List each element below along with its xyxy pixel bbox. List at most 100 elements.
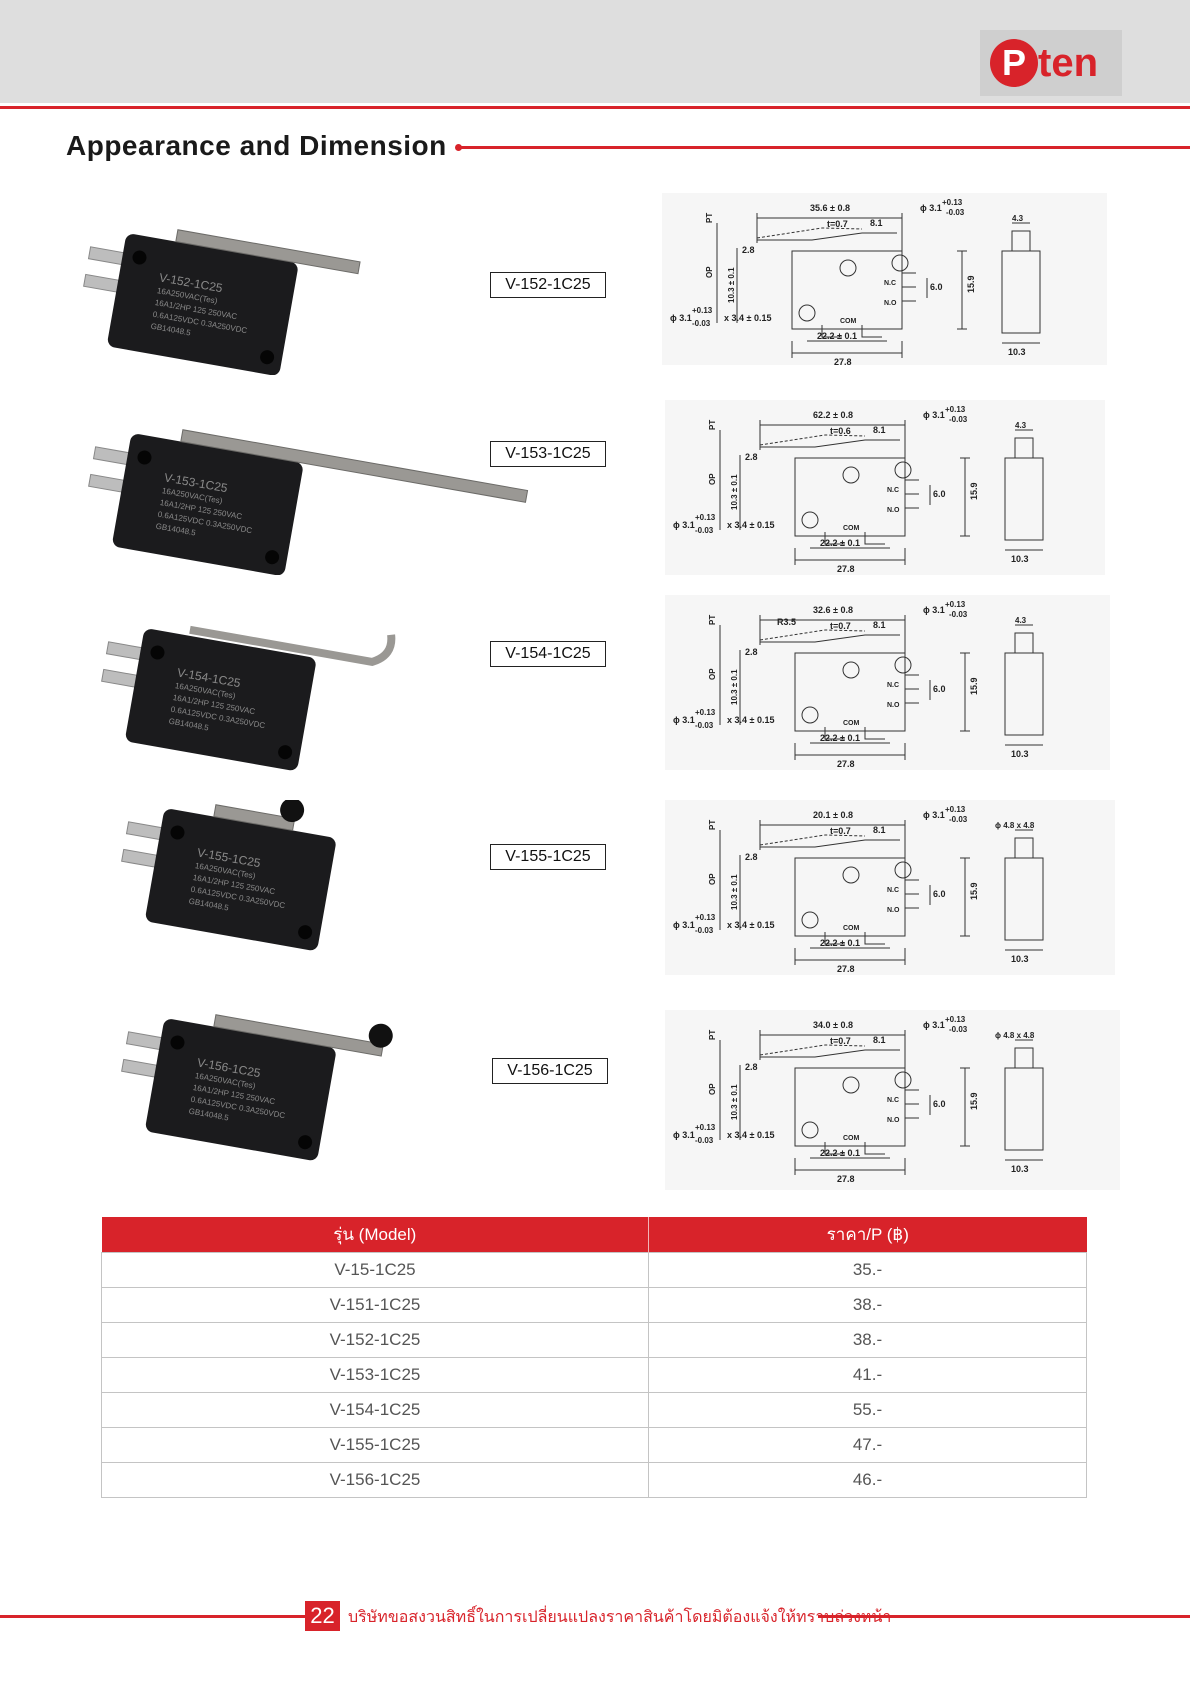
switch-body <box>145 809 336 951</box>
dim-top-width: ϕ 4.8 x 4.8 <box>995 1031 1035 1040</box>
header-rule <box>0 106 1190 109</box>
logo-letter: P <box>1002 42 1026 83</box>
lever-free-position <box>759 629 866 641</box>
mount-hole <box>170 825 185 840</box>
dim-op-label: OP <box>708 1083 717 1095</box>
dim-nc-label: N.C <box>887 682 899 689</box>
dim-side-width: 10.3 <box>1011 749 1029 759</box>
dim-tol-minus: -0.03 <box>949 415 968 424</box>
switch-body <box>145 1019 336 1161</box>
dim-overall: 34.0 ± 0.8 <box>813 1020 853 1030</box>
side-view-body <box>1004 1067 1044 1151</box>
dim-hole-lower: ϕ 3.1 <box>670 313 692 323</box>
side-view-dims <box>1002 222 1040 344</box>
side-view-dims <box>1005 624 1043 746</box>
terminal-outline <box>821 325 882 338</box>
hole-outline <box>801 706 819 724</box>
title-rule <box>458 146 1190 149</box>
dim-pt-label: PT <box>708 820 717 830</box>
price-cell: 38.- <box>648 1321 1087 1358</box>
side-view-dims <box>1005 429 1043 551</box>
dim-side-width: 10.3 <box>1011 554 1029 564</box>
model-cell: V-152-1C25 <box>101 1321 649 1358</box>
dim-spacing: x 3.4 ± 0.15 <box>727 920 774 930</box>
dim-side-width: 10.3 <box>1011 1164 1029 1174</box>
page-number: 22 <box>305 1601 340 1631</box>
terminal-outline <box>824 727 885 740</box>
hole-outline <box>894 1071 912 1089</box>
terminal-pins <box>905 879 919 909</box>
side-view-actuator <box>1011 230 1031 252</box>
dim-com-label: COM <box>840 318 857 325</box>
mount-hole <box>278 745 293 760</box>
body-outline <box>794 652 906 732</box>
hole-outline <box>891 254 909 272</box>
price-cell: 55.- <box>648 1391 1087 1428</box>
dim-base-inner: 22.2 ± 0.1 <box>817 331 857 341</box>
dim-no-label: N.O <box>887 1117 900 1124</box>
dim-h1: 2.8 <box>745 852 758 862</box>
dim-no-label: N.O <box>884 300 897 307</box>
dim-line-vertical <box>719 1040 741 1140</box>
dim-line-height <box>960 652 970 732</box>
model-label: V-155-1C25 <box>490 844 606 870</box>
price-cell: 38.- <box>648 1286 1087 1323</box>
dim-h2: 10.3 ± 0.1 <box>727 267 736 303</box>
dim-nc-label: N.C <box>887 487 899 494</box>
dim-tol-minus-lower: -0.03 <box>695 926 714 935</box>
mount-hole <box>170 1035 185 1050</box>
model-cell: V-155-1C25 <box>101 1426 649 1463</box>
hole-outline <box>842 466 860 484</box>
dim-nc-label: N.C <box>887 887 899 894</box>
dim-thickness: t=0.7 <box>830 826 851 836</box>
dim-com-label: COM <box>843 525 860 532</box>
side-view-actuator <box>1014 837 1034 859</box>
hole-outline <box>842 661 860 679</box>
dim-spacing: x 3.4 ± 0.15 <box>727 715 774 725</box>
model-label: V-156-1C25 <box>492 1058 608 1084</box>
dim-tol-minus: -0.03 <box>949 610 968 619</box>
price-cell: 35.- <box>648 1251 1087 1288</box>
dim-line-overall <box>756 213 903 253</box>
price-table-header: รุ่น (Model) ราคา/P (฿) <box>101 1217 1087 1252</box>
footer-note: บริษัทขอสงวนสิทธิ์ในการเปลี่ยนแปลงราคาสิ… <box>348 1609 892 1626</box>
hole-outline <box>801 911 819 929</box>
dim-tol-minus-lower: -0.03 <box>695 1136 714 1145</box>
dim-tol-plus: +0.13 <box>945 600 966 609</box>
switch-lever <box>180 429 529 503</box>
hole-outline <box>801 1121 819 1139</box>
switch-body <box>112 434 303 576</box>
model-cell: V-153-1C25 <box>101 1356 649 1393</box>
dim-line-overall <box>759 820 906 860</box>
dim-h2: 10.3 ± 0.1 <box>730 669 739 705</box>
dim-hole: ϕ 3.1 <box>923 810 945 820</box>
dim-nc-label: N.C <box>884 280 896 287</box>
dim-com-label: COM <box>843 1135 860 1142</box>
dim-offset: 8.1 <box>873 1035 886 1045</box>
hole-outline <box>798 304 816 322</box>
dim-line-overall <box>759 615 906 655</box>
mount-hole <box>132 250 147 265</box>
dim-no-label: N.O <box>887 507 900 514</box>
dim-base: 27.8 <box>837 564 855 574</box>
dim-line-height <box>957 250 967 330</box>
body-outline <box>794 1067 906 1147</box>
terminal-outline <box>824 532 885 545</box>
dim-h2: 10.3 ± 0.1 <box>730 474 739 510</box>
dim-h1: 2.8 <box>745 647 758 657</box>
mount-hole <box>137 450 152 465</box>
dim-thickness: t=0.7 <box>830 621 851 631</box>
dim-h2: 10.3 ± 0.1 <box>730 1084 739 1120</box>
body-outline <box>794 457 906 537</box>
brand-logo: P ten <box>980 30 1122 96</box>
dim-line-base <box>794 743 906 760</box>
dim-spacing: x 3.4 ± 0.15 <box>724 313 771 323</box>
dim-com-label: COM <box>843 720 860 727</box>
hole-outline <box>894 656 912 674</box>
